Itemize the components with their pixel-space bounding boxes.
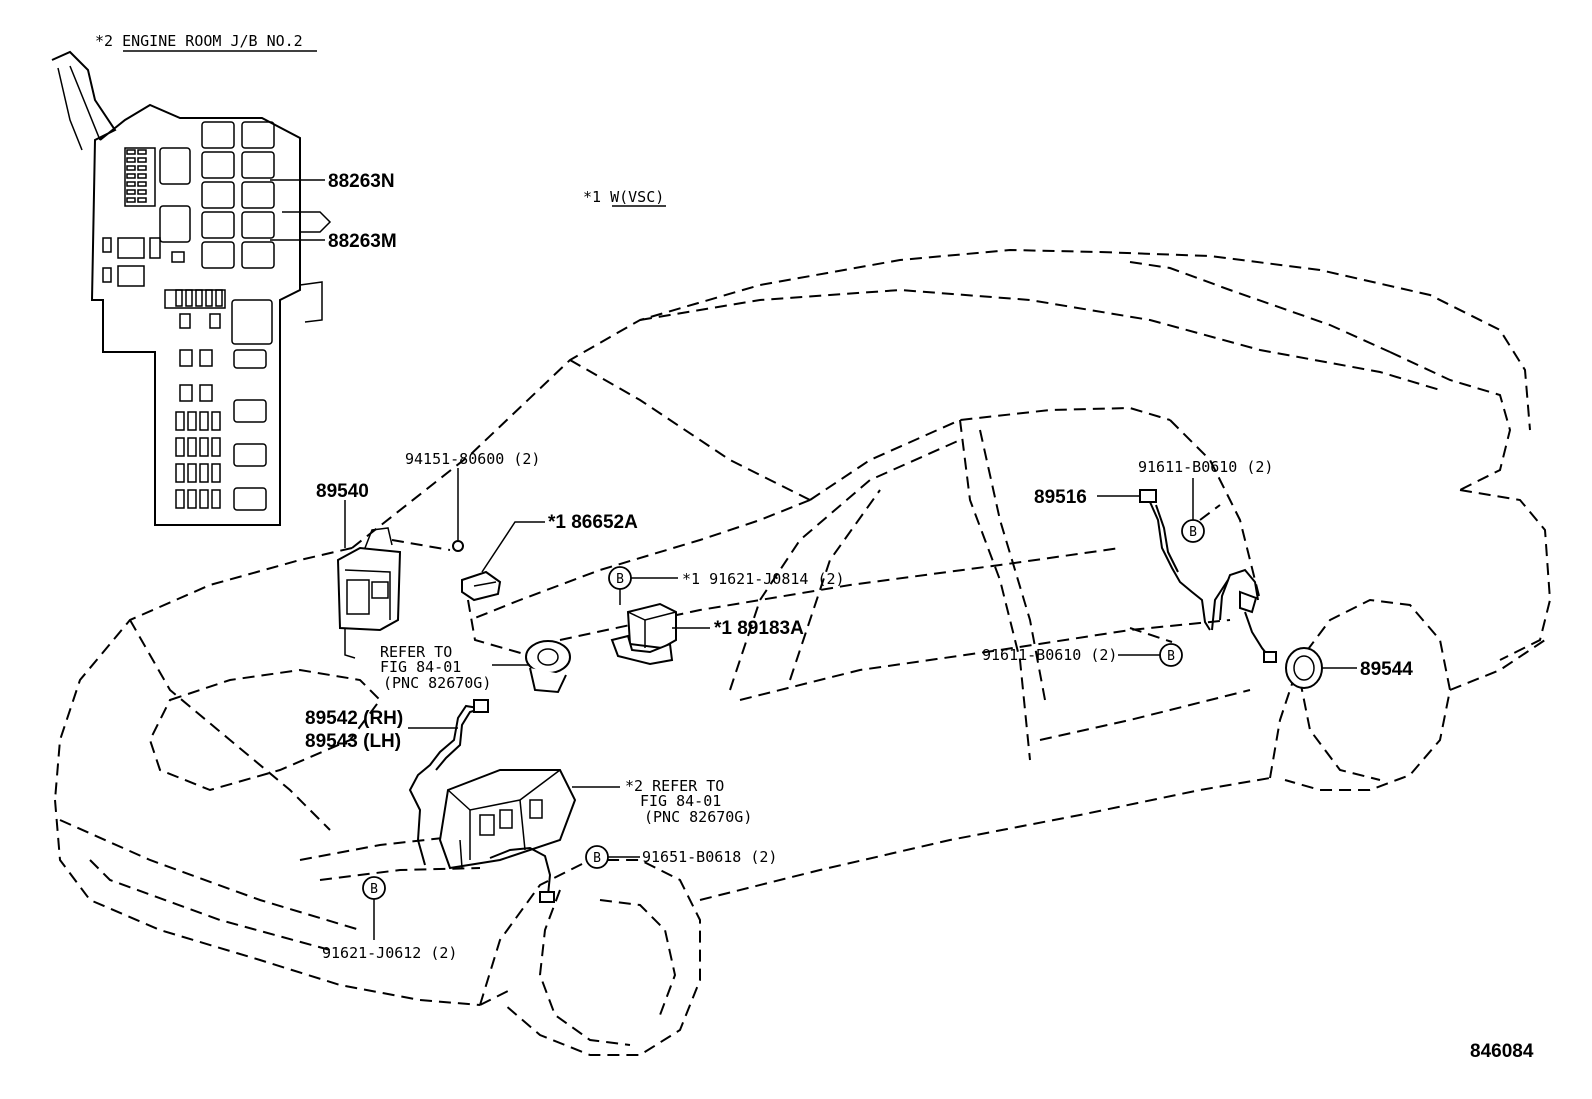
rear-speed-sensor-89516	[1139, 489, 1277, 663]
refer2-line3: (PNC 82670G)	[644, 808, 752, 826]
abs-actuator	[438, 769, 577, 903]
label-88263M: 88263M	[328, 231, 397, 252]
leader-dash-91611-top	[1199, 504, 1221, 521]
label-91611-top: 91611-B0610 (2)	[1138, 458, 1273, 476]
svg-text:B: B	[1167, 649, 1175, 664]
leader-dash-86652A	[467, 599, 546, 661]
leader-dash-91611	[1129, 627, 1173, 643]
jb-title: *2 ENGINE ROOM J/B NO.2	[95, 32, 303, 50]
vsc-note: *1 W(VSC)	[583, 188, 664, 206]
label-91621-J0612: 91621-J0612 (2)	[322, 944, 457, 962]
label-86652A: *1 86652A	[548, 512, 638, 533]
label-91621-J0814: *1 91621-J0814 (2)	[682, 570, 845, 588]
label-91611-mid: 91611-B0610 (2)	[982, 646, 1117, 664]
ecu-89540	[336, 527, 402, 659]
refer1-line2: FIG 84-01	[380, 658, 461, 676]
label-89542: 89542 (RH)	[305, 708, 403, 729]
refer1-line1: REFER TO	[380, 643, 452, 661]
svg-text:B: B	[616, 572, 624, 587]
label-89540: 89540	[316, 481, 369, 502]
yaw-sensor-89183A	[610, 602, 677, 666]
car-body-outline	[54, 248, 1552, 1056]
leader-86652A	[481, 521, 545, 573]
bolt-94151	[452, 468, 464, 552]
label-94151: 94151-80600 (2)	[405, 450, 540, 468]
circled-letter-icon: B	[1159, 643, 1183, 667]
svg-text:B: B	[370, 882, 378, 897]
front-speed-sensor-89542	[408, 699, 489, 866]
circled-letter-icon: B	[608, 566, 632, 590]
svg-text:B: B	[1189, 525, 1197, 540]
label-89544: 89544	[1360, 659, 1413, 680]
circled-letter-icon: B	[1181, 519, 1205, 543]
bracket-86652A	[461, 570, 502, 602]
label-88263N: 88263N	[328, 171, 395, 192]
label-89183A: *1 89183A	[714, 618, 804, 639]
sensor-rotor-89544	[1285, 647, 1323, 689]
label-91651: 91651-B0618 (2)	[642, 848, 777, 866]
leader-dash-89540	[391, 539, 451, 551]
circled-letter-icon: B	[362, 876, 386, 900]
refer2-line2: FIG 84-01	[640, 792, 721, 810]
refer2-line1: *2 REFER TO	[625, 777, 724, 795]
label-89516: 89516	[1034, 487, 1087, 508]
circled-letter-icon: B	[585, 845, 609, 869]
label-89543: 89543 (LH)	[305, 731, 401, 752]
svg-text:B: B	[593, 851, 601, 866]
engine-room-junction-block	[51, 50, 332, 526]
refer1-line3: (PNC 82670G)	[383, 674, 491, 692]
figure-number: 846084	[1470, 1041, 1534, 1062]
spiral-cable-part	[525, 640, 571, 694]
